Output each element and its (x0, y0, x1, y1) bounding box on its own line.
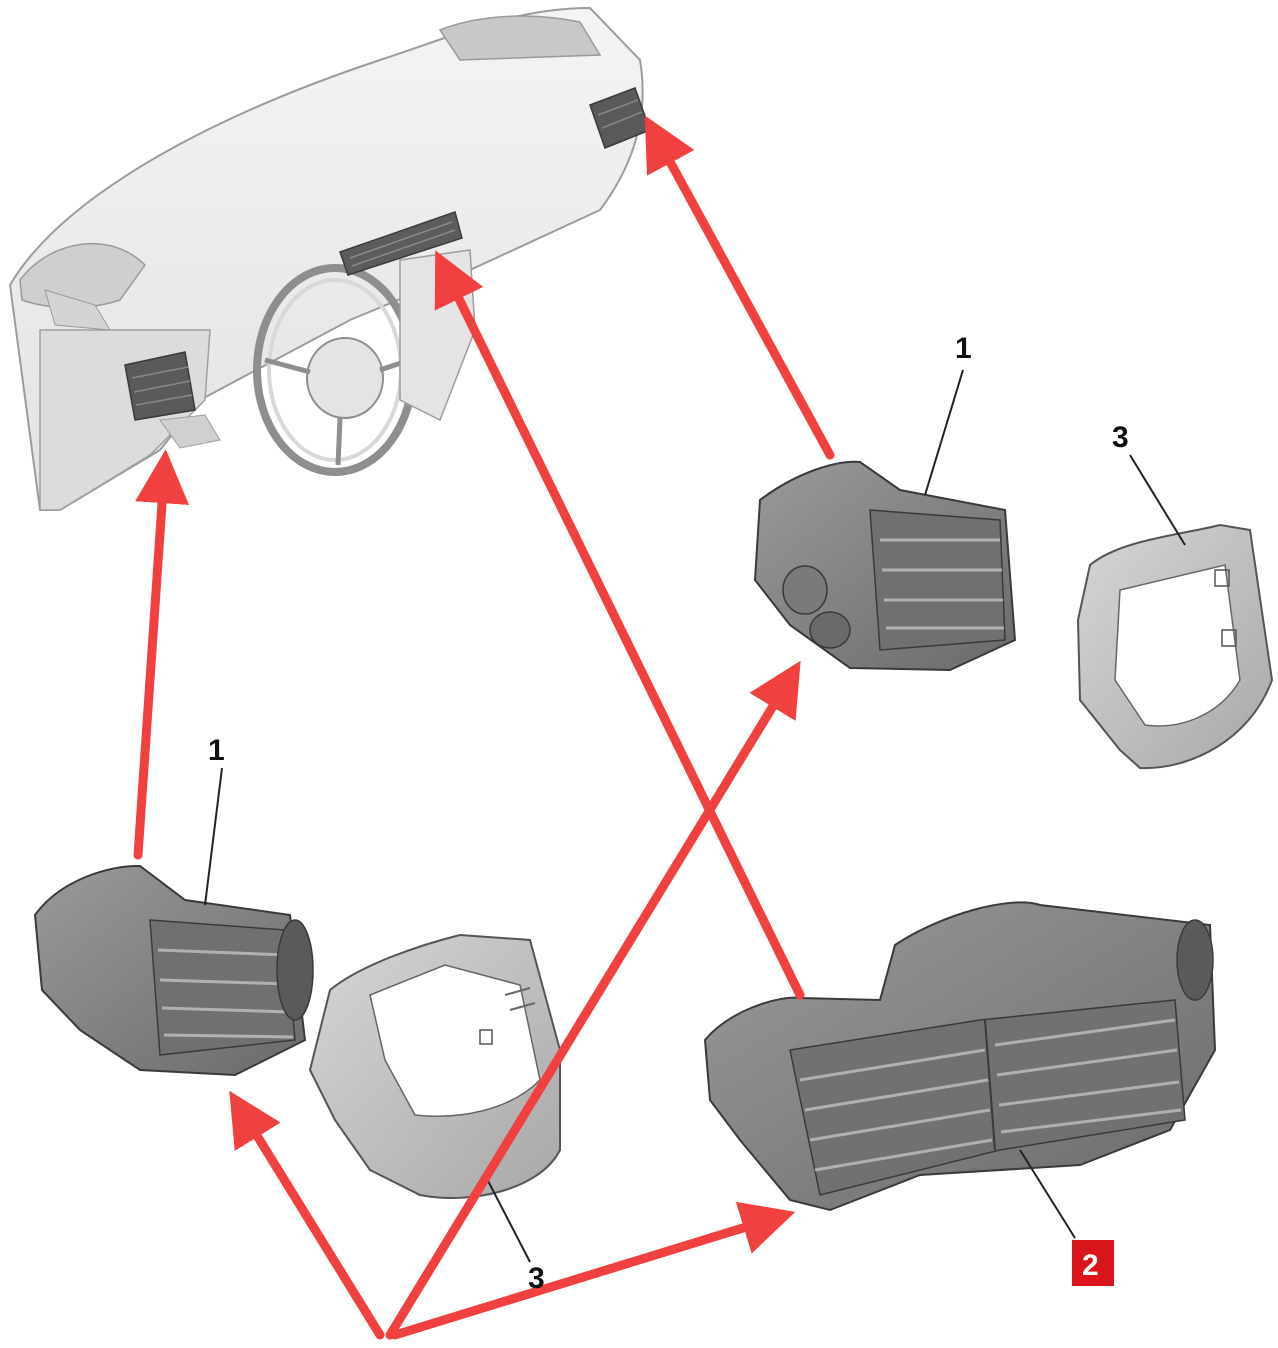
right-outer-vent (753, 460, 1017, 672)
dashboard-left-vent-slot (124, 351, 196, 421)
arrow-origin-to-center-vent (390, 1201, 796, 1340)
arrow-origin-to-left-vent (229, 1090, 385, 1340)
leader-right-outer-vent (924, 369, 964, 496)
callout-right-outer-vent: 1 (955, 332, 972, 365)
callout-right-bezel: 3 (1112, 421, 1129, 454)
arrow-right-vent-to-dash (644, 115, 835, 460)
callout-center-vent: 2 (1082, 1249, 1099, 1282)
callout-center-vent-highlight: 2 (1072, 1240, 1114, 1286)
left-bezel (308, 933, 561, 1199)
arrow-left-vent-to-dash (133, 449, 189, 860)
leader-left-bezel (484, 1174, 531, 1263)
arrow-origin-to-right-vent (385, 660, 801, 1340)
callout-left-outer-vent: 1 (208, 734, 225, 767)
leader-lines (204, 369, 1186, 1263)
center-vent (703, 901, 1217, 1212)
left-outer-vent (33, 864, 314, 1077)
leader-right-bezel (1129, 454, 1186, 546)
assembly-arrows (133, 115, 835, 1340)
leader-left-outer-vent (204, 767, 223, 906)
callout-left-bezel: 3 (528, 1262, 545, 1295)
right-bezel (1076, 523, 1274, 770)
dashboard-center-vent-slot (339, 211, 463, 276)
arrow-center-vent-to-dash (434, 250, 805, 1000)
leader-center-vent (1019, 1149, 1076, 1239)
dashboard (8, 6, 651, 511)
